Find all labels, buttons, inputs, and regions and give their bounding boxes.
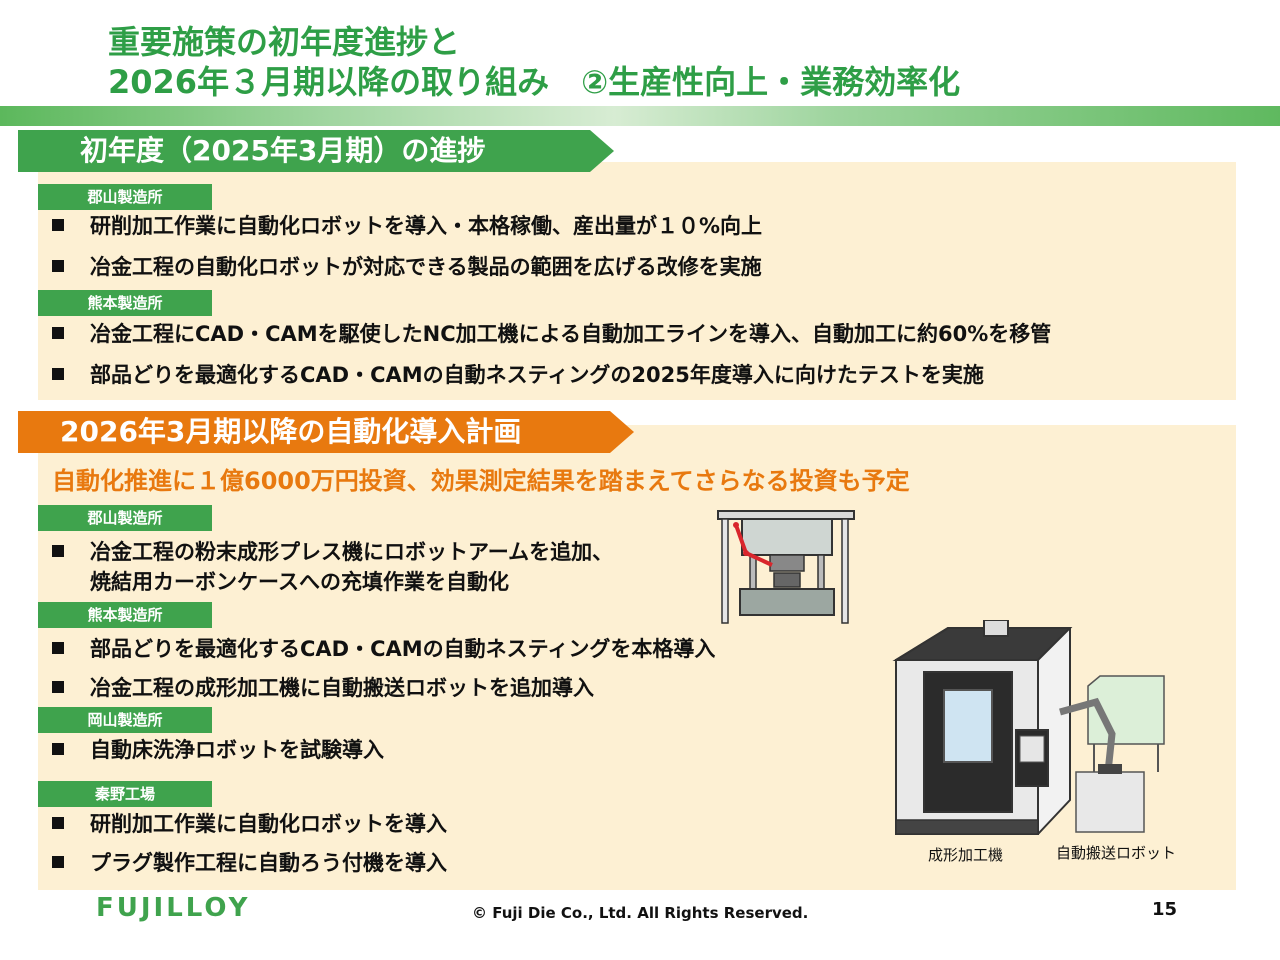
site-tag-koriyama: 郡山製造所 [38,184,212,210]
investment-headline: 自動化推進に１億6000万円投資、効果測定結果を踏まえてさらなる投資も予定 [52,467,910,495]
list-item: プラグ製作工程に自動ろう付機を導入 [52,848,447,878]
press-machine-illustration [717,510,855,624]
bullet-marker [52,368,64,380]
bullet-marker [52,817,64,829]
section1-heading: 初年度（2025年3月期）の進捗 [18,130,614,172]
list-item: 自動床洗浄ロボットを試験導入 [52,735,384,765]
bullet-marker [52,327,64,339]
list-item: 冶金工程の成形加工機に自動搬送ロボットを追加導入 [52,673,594,703]
robot-caption: 自動搬送ロボット [1056,844,1177,862]
title-line-1: 重要施策の初年度進捗と [108,23,461,61]
copyright-text: © Fuji Die Co., Ltd. All Rights Reserved… [472,904,809,922]
list-item: 研削加工作業に自動化ロボットを導入 [52,809,447,839]
site-tag-hadano: 秦野工場 [38,781,212,807]
bullet-marker [52,743,64,755]
section2-heading: 2026年3月期以降の自動化導入計画 [18,411,634,453]
bullet-marker [52,545,64,557]
bullet-marker [52,681,64,693]
list-item: 冶金工程の自動化ロボットが対応できる製品の範囲を広げる改修を実施 [52,252,762,282]
list-item: 冶金工程の粉末成形プレス機にロボットアームを追加、 焼結用カーボンケースへの充填… [52,537,613,597]
company-logo: FUJILLOY [96,893,251,923]
page-title: 重要施策の初年度進捗と 2026年３月期以降の取り組み ②生産性向上・業務効率化 [108,22,1208,102]
bullet-marker [52,219,64,231]
site-tag-koriyama: 郡山製造所 [38,505,212,531]
transfer-robot-illustration [1059,675,1165,833]
bullet-marker [52,642,64,654]
list-item: 部品どりを最適化するCAD・CAMの自動ネスティングの2025年度導入に向けたテ… [52,360,984,390]
bullet-marker [52,260,64,272]
list-item: 部品どりを最適化するCAD・CAMの自動ネスティングを本格導入 [52,634,715,664]
site-tag-okayama: 岡山製造所 [38,707,212,733]
cnc-machine-illustration [892,620,1073,835]
bullet-marker [52,856,64,868]
title-line-2: 2026年３月期以降の取り組み ②生産性向上・業務効率化 [108,63,961,101]
list-item: 冶金工程にCAD・CAMを駆使したNC加工機による自動加工ラインを導入、自動加工… [52,319,1051,349]
section1-panel [38,162,1236,400]
page-number: 15 [1152,899,1178,920]
list-item: 研削加工作業に自動化ロボットを導入・本格稼働、産出量が１０%向上 [52,211,762,241]
machine-caption: 成形加工機 [928,846,1004,864]
header-divider [0,106,1280,126]
site-tag-kumamoto: 熊本製造所 [38,602,212,628]
site-tag-kumamoto: 熊本製造所 [38,290,212,316]
